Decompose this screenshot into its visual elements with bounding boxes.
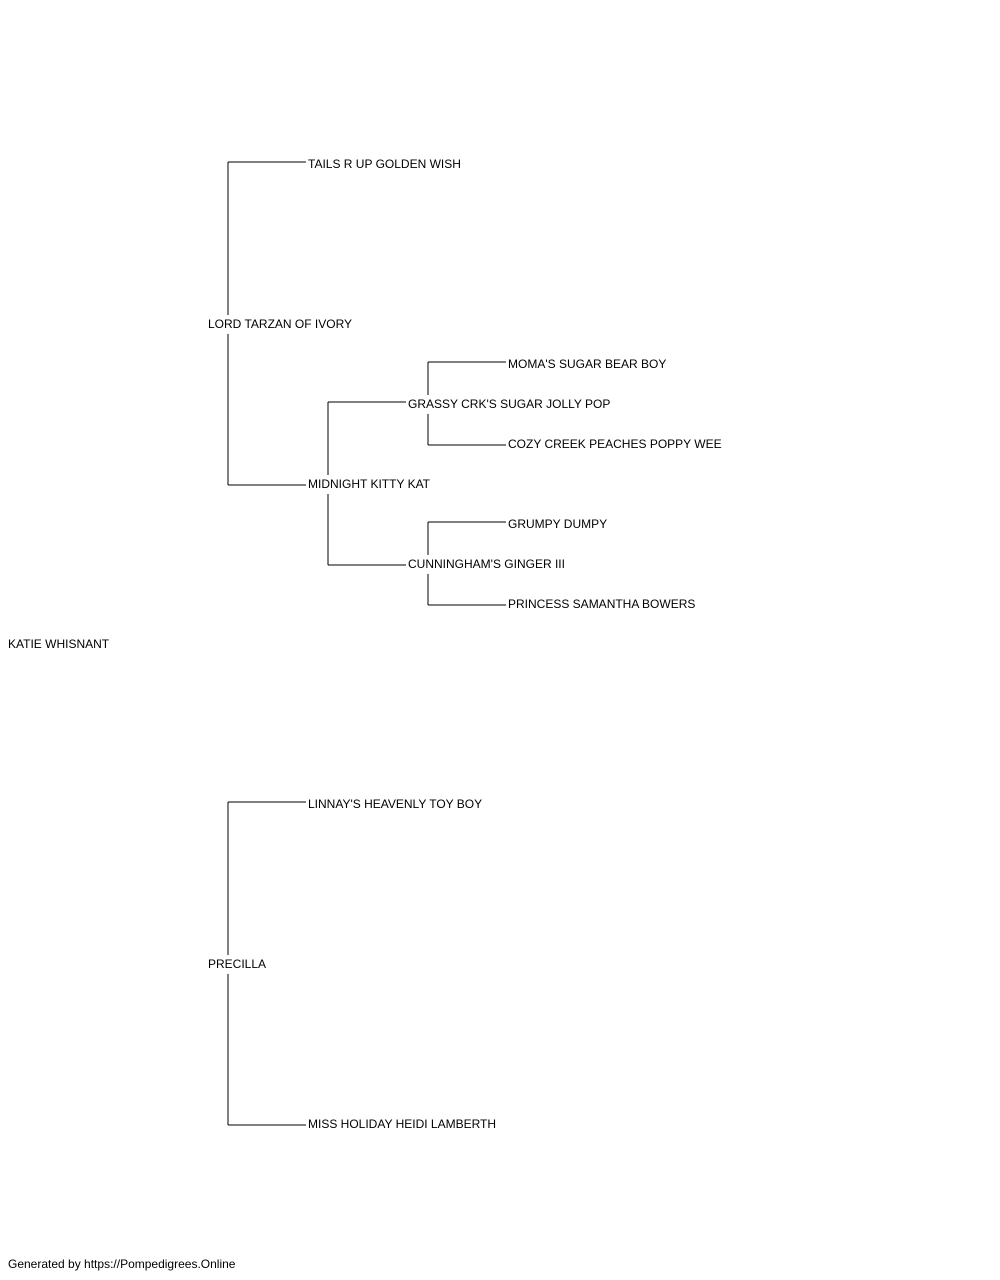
sire-dam-sire-dam-name: COZY CREEK PEACHES POPPY WEE bbox=[508, 437, 722, 451]
sire-dam-dam-dam-name: PRINCESS SAMANTHA BOWERS bbox=[508, 597, 695, 611]
sire-dam-name: MIDNIGHT KITTY KAT bbox=[308, 477, 431, 491]
dam-dam-name: MISS HOLIDAY HEIDI LAMBERTH bbox=[308, 1117, 496, 1131]
generated-by-footer: Generated by https://Pompedigrees.Online bbox=[8, 1257, 236, 1271]
connector-lines bbox=[227, 161, 506, 1126]
sire-dam-dam-sire-name: GRUMPY DUMPY bbox=[508, 517, 607, 531]
dam-sire-name: LINNAY'S HEAVENLY TOY BOY bbox=[308, 797, 482, 811]
sire-sire-name: TAILS R UP GOLDEN WISH bbox=[308, 157, 461, 171]
dam-name: PRECILLA bbox=[208, 957, 266, 971]
sire-dam-sire-sire-name: MOMA'S SUGAR BEAR BOY bbox=[508, 357, 666, 371]
pedigree-names: KATIE WHISNANT LORD TARZAN OF IVORY PREC… bbox=[8, 157, 722, 1131]
sire-name: LORD TARZAN OF IVORY bbox=[208, 317, 352, 331]
subject-name: KATIE WHISNANT bbox=[8, 637, 110, 651]
sire-dam-sire-name: GRASSY CRK'S SUGAR JOLLY POP bbox=[408, 397, 610, 411]
sire-dam-dam-name: CUNNINGHAM'S GINGER III bbox=[408, 557, 565, 571]
